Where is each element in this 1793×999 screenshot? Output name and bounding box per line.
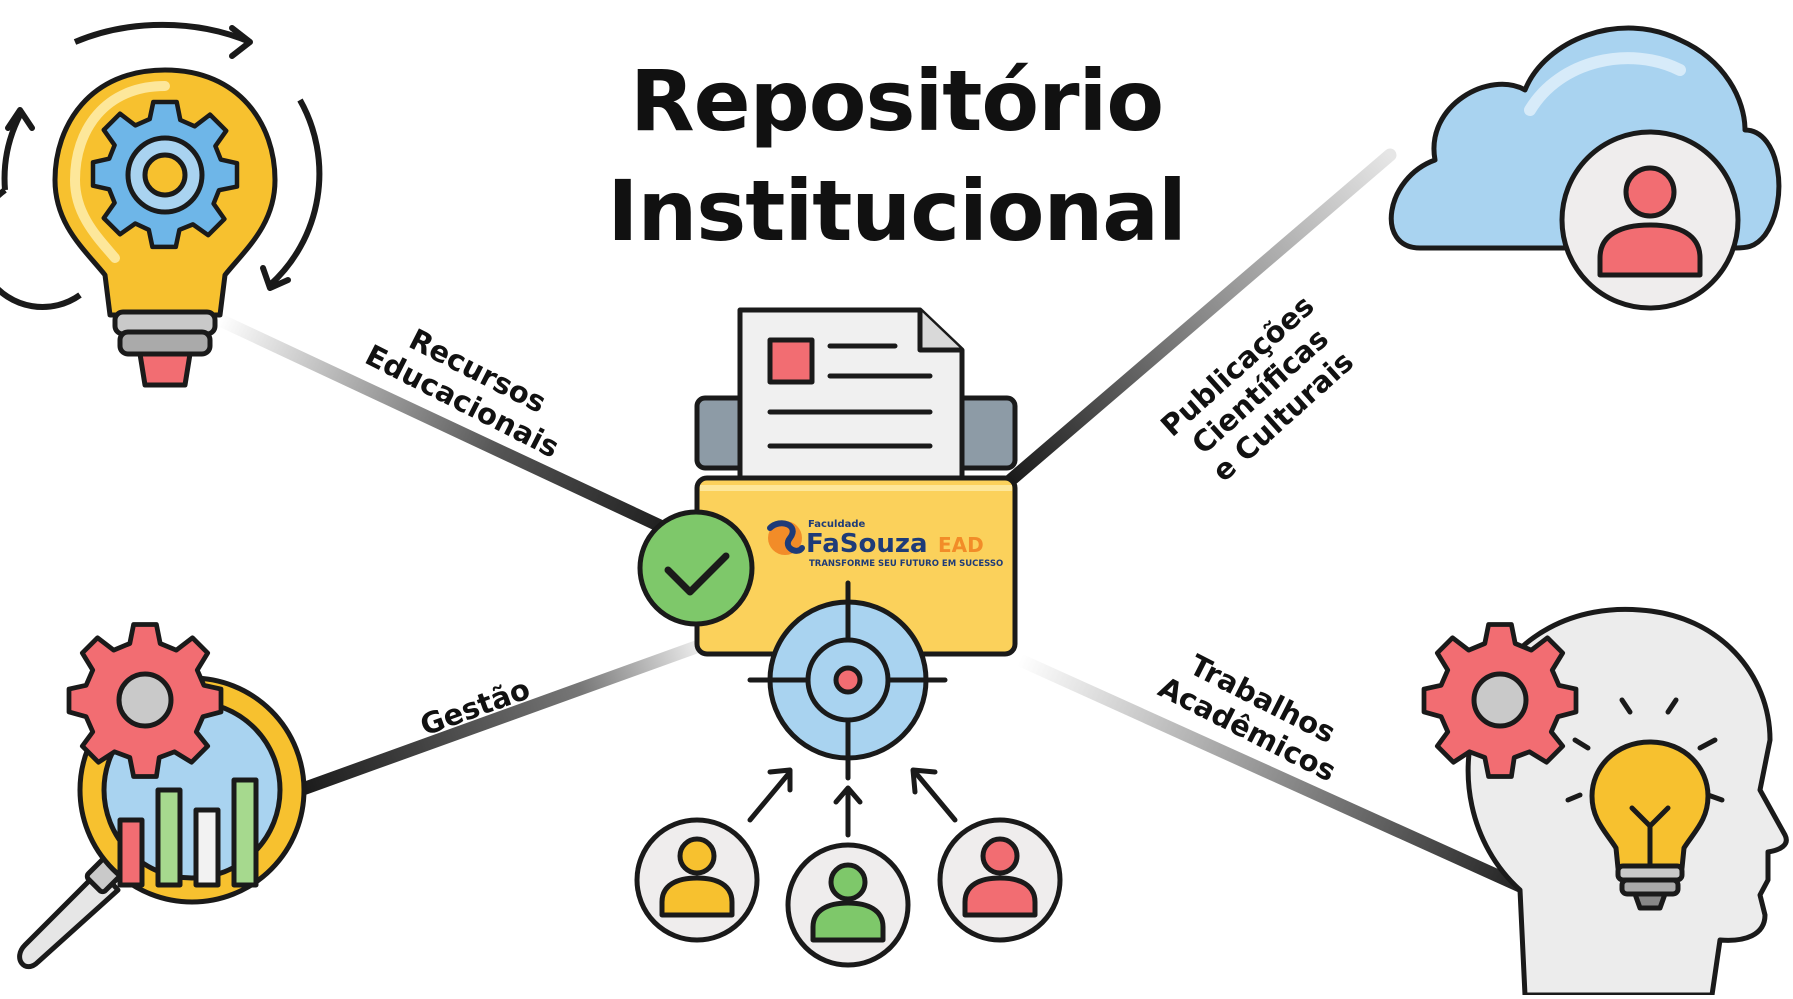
connector-top-left [213, 313, 697, 547]
logo-name-text: FaSouza [806, 529, 928, 559]
logo-small-text: Faculdade [808, 519, 866, 530]
magnifier-chart-icon [17, 622, 307, 970]
arrow-icons [747, 767, 958, 838]
logo-suffix-text: EAD [938, 533, 984, 557]
connector-bottom-right [1013, 653, 1547, 902]
connector-bottom-left [293, 635, 717, 797]
user-green-icon [785, 842, 911, 968]
head-idea-icon [1421, 606, 1789, 998]
lightbulb-gear-icon [0, 21, 323, 388]
user-yellow-icon [634, 817, 760, 943]
title-line-2: Institucional [607, 162, 1187, 260]
logo-tagline-text: TRANSFORME SEU FUTURO EM SUCESSO [809, 559, 1003, 569]
connector-top-right [998, 148, 1397, 492]
target-icon [747, 580, 948, 781]
cloud-user-icon [1388, 25, 1782, 311]
user-red-icon [937, 817, 1063, 943]
faculdade-fasouza-logo: Faculdade FaSouza EAD TRANSFORME SEU FUT… [767, 519, 1003, 569]
title-line-1: Repositório [629, 52, 1164, 150]
check-icon [637, 509, 755, 627]
